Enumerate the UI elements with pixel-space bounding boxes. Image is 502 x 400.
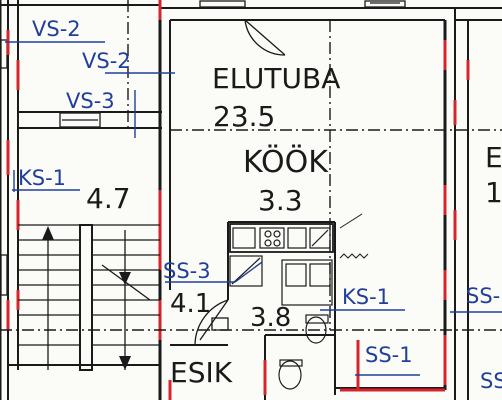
annotation-leaders [5, 41, 502, 376]
tag-vs-2-mid: VS-2 [82, 49, 131, 73]
doors [194, 19, 286, 346]
tag-vs-2-top: VS-2 [32, 17, 81, 41]
room-area-elutuba: 23.5 [213, 100, 275, 133]
tag-ks-1-right: KS-1 [342, 285, 390, 309]
room-name-kook: KÖÖK [243, 144, 329, 180]
room-labels: ELUTUBA 23.5 KÖÖK 3.3 4.7 4.1 3.8 ESIK E… [86, 62, 502, 389]
room-area-hall: 4.1 [170, 289, 211, 319]
windows [0, 0, 406, 296]
tag-ks-1-left: KS-1 [18, 166, 66, 190]
annotation-tags: VS-2 VS-2 VS-3 KS-1 SS-3 KS-1 SS-1 SS- S… [18, 17, 502, 393]
tag-vs-3: VS-3 [66, 89, 115, 113]
tag-ss-3: SS-3 [163, 259, 211, 283]
ventilation-mark [339, 213, 369, 259]
room-name-esik: ESIK [170, 356, 233, 389]
room-name-right: E [485, 141, 502, 174]
room-name-elutuba: ELUTUBA [212, 62, 340, 95]
room-area-right: 1 [485, 176, 502, 209]
tag-ss-1: SS-1 [365, 343, 413, 367]
room-area-bath: 3.8 [250, 303, 291, 333]
staircase [18, 224, 160, 371]
red-wall-marks [6, 0, 470, 400]
kitchen-fixtures [229, 223, 334, 390]
stair-arrows [42, 226, 131, 370]
room-area-kook: 3.3 [258, 184, 303, 217]
tag-ss-bottom: SS [480, 369, 502, 393]
tag-ss-right: SS- [466, 284, 500, 308]
room-area-stair: 4.7 [86, 182, 131, 215]
